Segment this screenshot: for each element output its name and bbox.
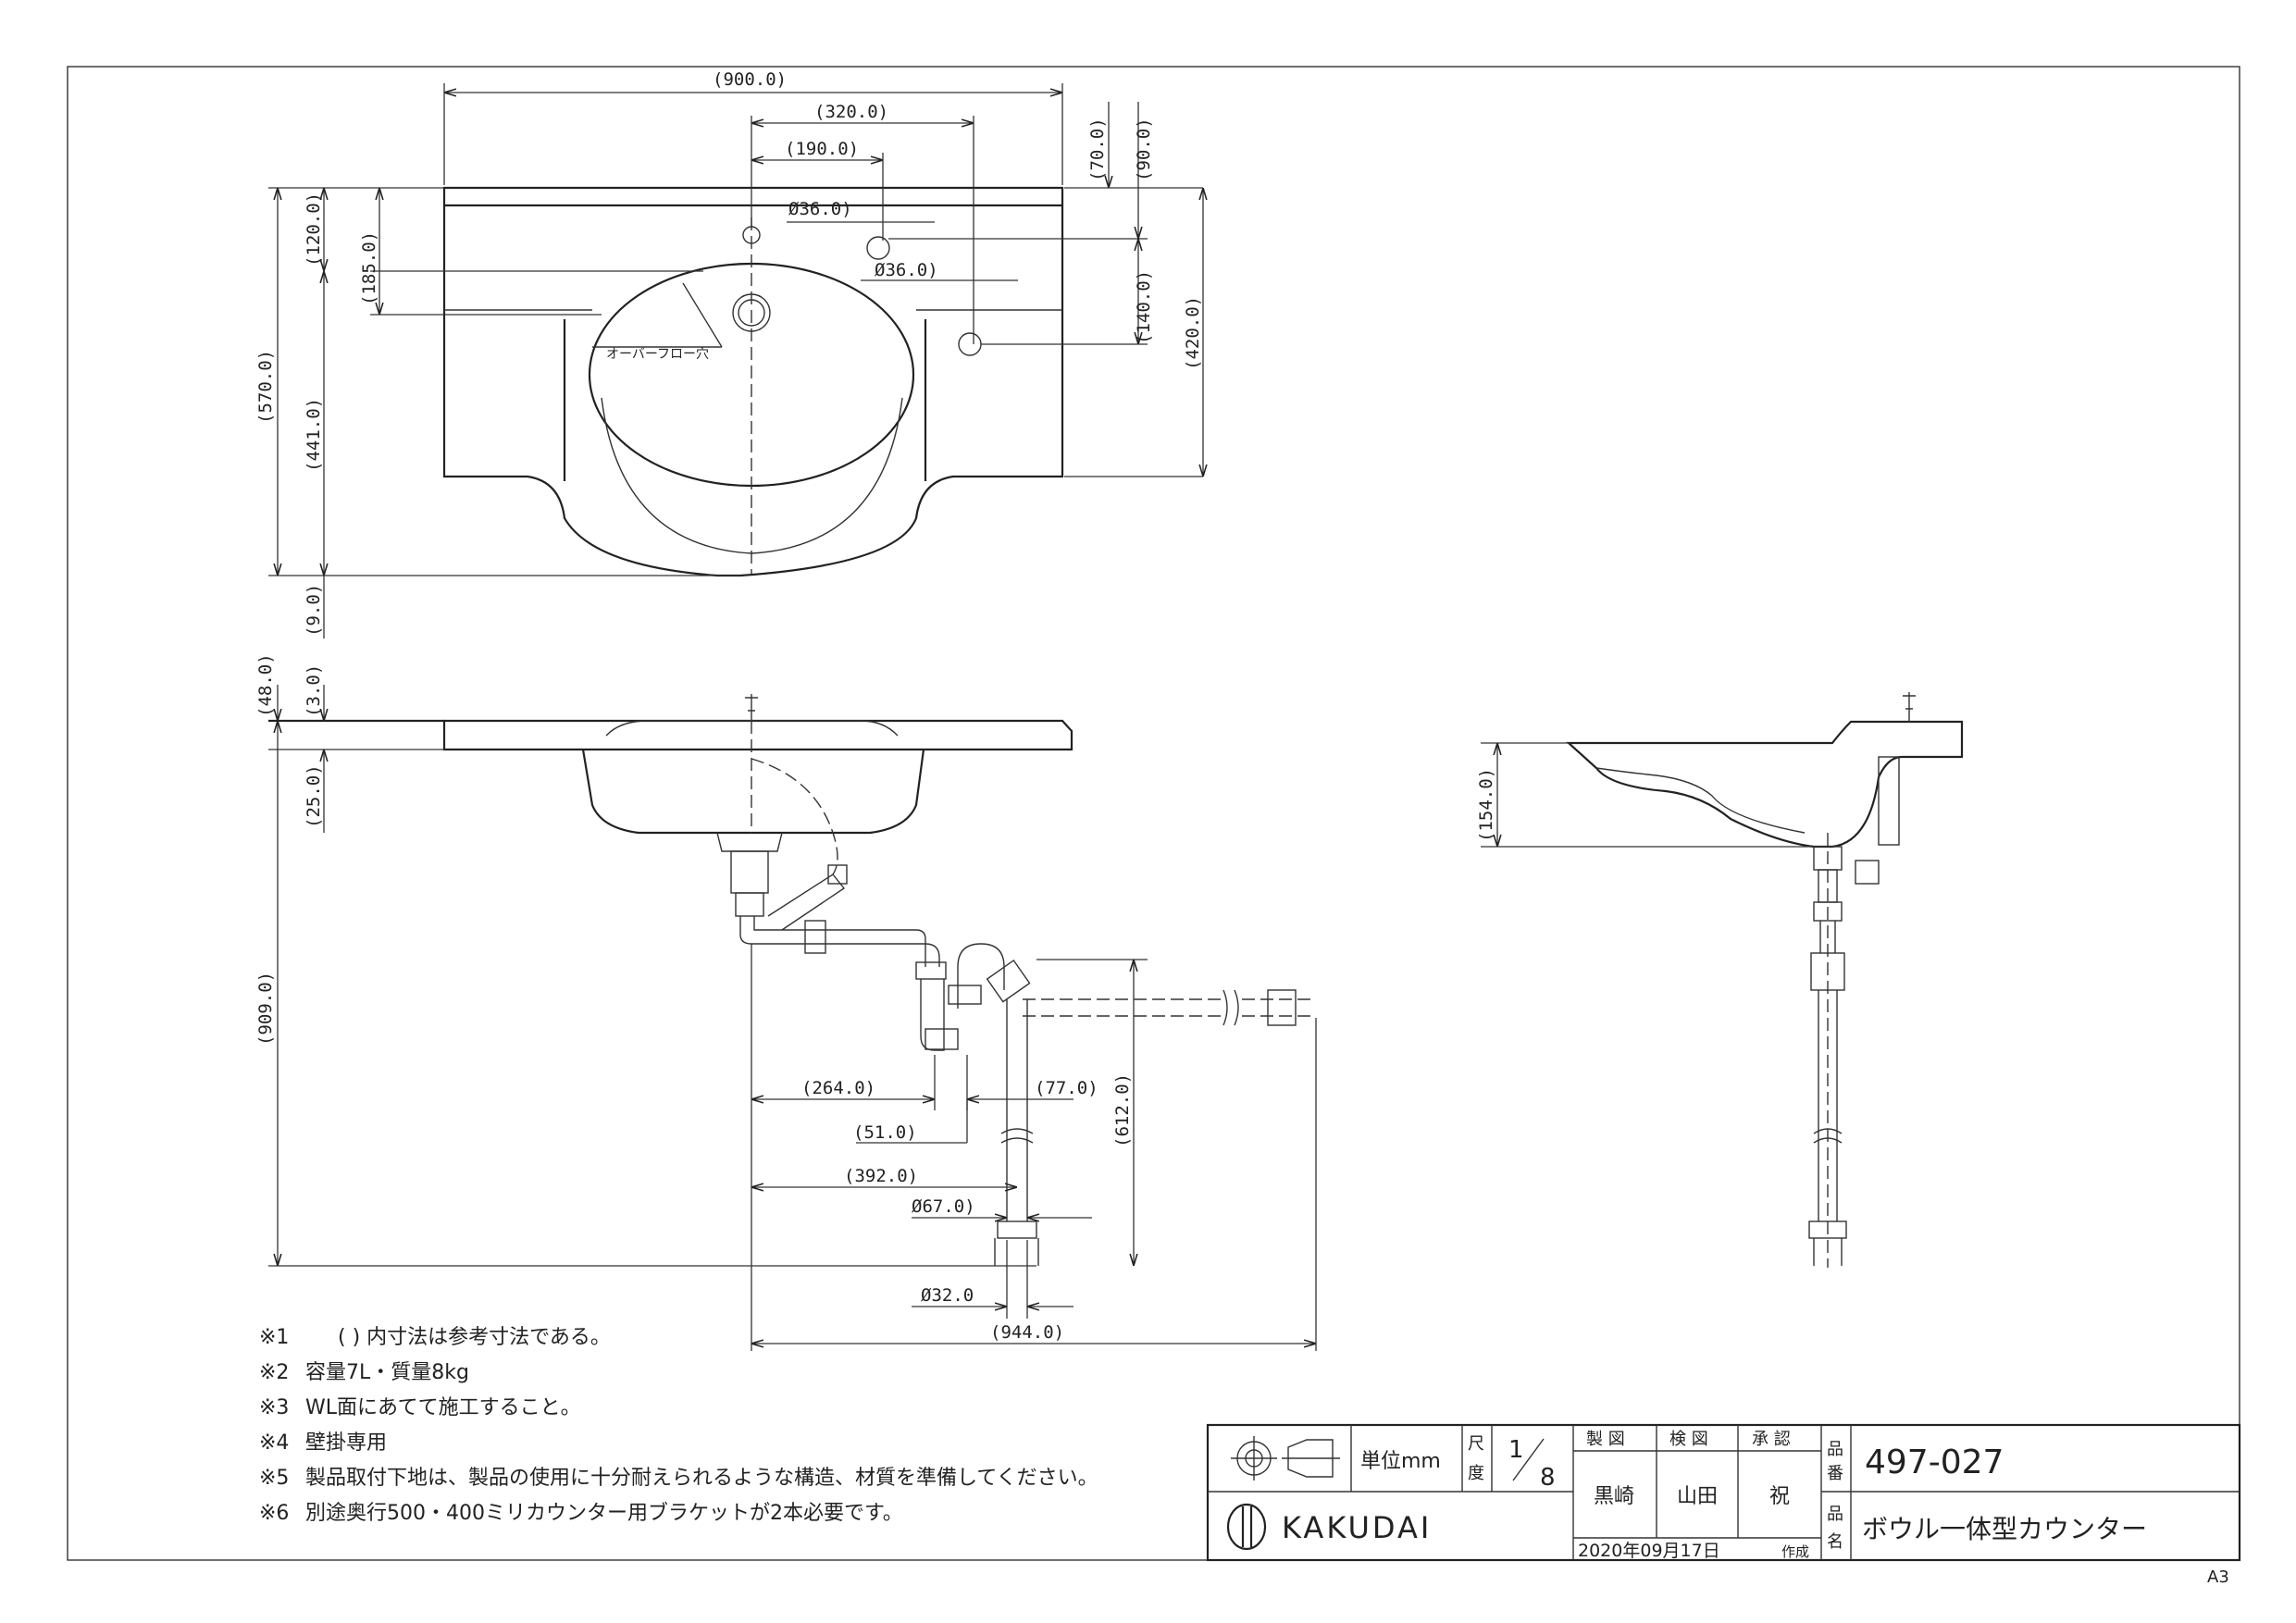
dim-70: (70.0)	[1087, 118, 1108, 181]
dim-612: (612.0)	[1112, 1073, 1133, 1147]
note-mark: ※4	[259, 1431, 289, 1455]
dim-441: (441.0)	[304, 398, 324, 472]
dim-48: (48.0)	[255, 653, 276, 717]
note-text: 製品取付下地は、製品の使用に十分耐えられるような構造、材質を準備してください。	[305, 1467, 1098, 1490]
part-number: 497-027	[1865, 1443, 2004, 1481]
dim-944: (944.0)	[990, 1322, 1064, 1343]
dim-154: (154.0)	[1476, 768, 1496, 842]
front-view	[268, 685, 1317, 1351]
dim-264: (264.0)	[801, 1078, 875, 1098]
dim-77: (77.0)	[1035, 1078, 1098, 1098]
drawn-by: 黒崎	[1594, 1485, 1634, 1508]
checked-header: 検 図	[1669, 1430, 1708, 1449]
dim-392: (392.0)	[844, 1166, 918, 1186]
note-mark: ※1	[259, 1326, 289, 1349]
dim-phi67: Ø67.0)	[912, 1196, 975, 1217]
dim-185: (185.0)	[359, 231, 379, 305]
dim-120: (120.0)	[304, 192, 324, 266]
drawn-header: 製 図	[1586, 1430, 1625, 1449]
notes: ※1 ( ) 内寸法は参考寸法である。 ※2 容量7L・質量8kg ※3 WL面…	[259, 1326, 1098, 1525]
dim-90: (90.0)	[1134, 118, 1154, 181]
product-name: ボウル一体型カウンター	[1862, 1514, 2147, 1544]
title-block-text: 単位mm 尺 度 1 8 製 図 検 図 承 認 黒崎 山田 祝 2020年09…	[1282, 1430, 2229, 1587]
dim-909: (909.0)	[255, 972, 276, 1046]
dim-140: (140.0)	[1134, 270, 1154, 344]
note-text: 容量7L・質量8kg	[305, 1361, 469, 1384]
approved-by: 祝	[1769, 1485, 1790, 1508]
dim-420: (420.0)	[1183, 296, 1203, 370]
dim-320: (320.0)	[814, 102, 888, 122]
note-text: ( ) 内寸法は参考寸法である。	[338, 1326, 611, 1349]
scale-label: 度	[1468, 1464, 1484, 1483]
dim-25: (25.0)	[304, 764, 324, 828]
note-text: 別途奥行500・400ミリカウンター用ブラケットが2本必要です。	[305, 1502, 903, 1525]
overflow-label: オーバーフロー穴	[606, 347, 709, 362]
note-mark: ※2	[259, 1361, 289, 1384]
dim-900: (900.0)	[713, 69, 787, 90]
dim-190: (190.0)	[785, 139, 859, 159]
scale-denominator: 8	[1540, 1464, 1556, 1492]
note-mark: ※5	[259, 1467, 289, 1490]
dim-9: (9.0)	[304, 584, 324, 637]
dim-phi32: Ø32.0	[921, 1285, 974, 1306]
part-no-label: 番	[1827, 1464, 1843, 1483]
dim-51: (51.0)	[853, 1122, 917, 1143]
dim-phi36-a: Ø36.0)	[788, 199, 852, 219]
created-label: 作成	[1781, 1543, 1809, 1560]
dim-570: (570.0)	[255, 350, 276, 424]
checked-by: 山田	[1677, 1485, 1718, 1508]
paper-size: A3	[2207, 1567, 2229, 1587]
scale-label: 尺	[1468, 1434, 1484, 1454]
name-label: 名	[1827, 1532, 1843, 1552]
dim-phi36-b: Ø36.0)	[875, 260, 938, 280]
title-block	[1206, 1423, 2241, 1562]
note-text: WL面にあてて施工すること。	[305, 1396, 581, 1419]
brand-name: KAKUDAI	[1282, 1510, 1432, 1545]
top-view	[268, 83, 1203, 638]
kakudai-logo-icon	[1226, 1503, 1267, 1551]
note-mark: ※3	[259, 1396, 289, 1419]
part-no-label: 品	[1827, 1440, 1843, 1459]
sheet-border	[67, 66, 2240, 1561]
note-mark: ※6	[259, 1502, 289, 1525]
dimension-labels: (900.0) (320.0) (190.0) Ø36.0) Ø36.0) (7…	[255, 69, 1496, 1343]
unit-label: 単位mm	[1360, 1450, 1441, 1473]
date: 2020年09月17日	[1578, 1541, 1720, 1561]
approved-header: 承 認	[1752, 1430, 1791, 1449]
note-text: 壁掛専用	[305, 1431, 387, 1455]
name-label: 品	[1827, 1505, 1843, 1524]
scale-numerator: 1	[1508, 1436, 1524, 1464]
side-view	[1481, 692, 1964, 1268]
dim-3: (3.0)	[304, 664, 324, 717]
